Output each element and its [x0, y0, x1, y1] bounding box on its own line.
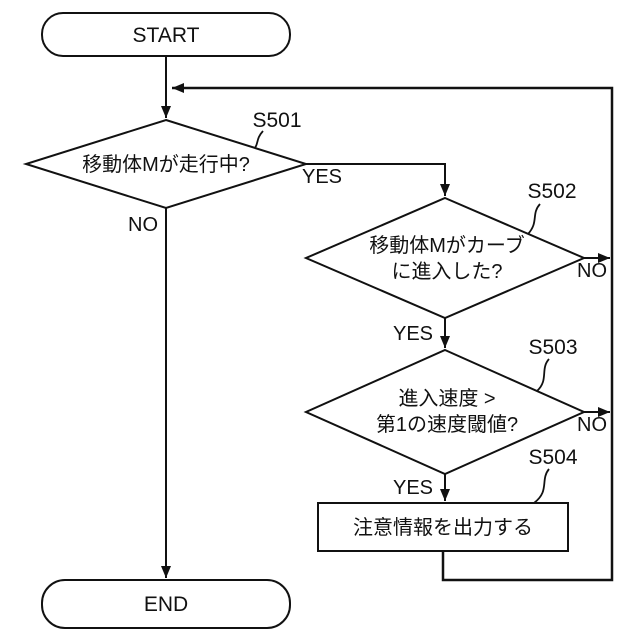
decision-s503 [303, 348, 587, 476]
decision-s502-text-line2: に進入した? [391, 260, 502, 283]
branch-s503-yes: YES [393, 477, 433, 499]
decision-s501-text: 移動体Mが走行中? [82, 153, 250, 176]
process-s504-text: 注意情報を出力する [353, 516, 533, 539]
start-label: START [133, 24, 200, 47]
terminal-start [41, 12, 291, 57]
process-s504 [317, 502, 569, 552]
branch-s502-yes: YES [393, 323, 433, 345]
step-number-s503: S503 [528, 336, 577, 359]
end-label: END [144, 593, 188, 616]
edge-return-loop [172, 83, 614, 582]
leader-s503 [536, 358, 550, 392]
decision-s503-text-line1: 進入速度 > [398, 387, 495, 410]
branch-s502-no: NO [577, 260, 607, 282]
decision-s502-text-line1: 移動体Mがカーブ [369, 233, 524, 257]
step-number-s501: S501 [252, 109, 301, 132]
branch-s501-yes: YES [302, 166, 342, 188]
branch-s503-no: NO [577, 414, 607, 436]
decision-s501 [22, 118, 310, 210]
edge-s501-yes [306, 163, 450, 196]
decision-s502 [303, 196, 587, 320]
leader-s502 [527, 203, 541, 235]
leader-s504 [533, 468, 550, 504]
decision-s503-text-line2: 第1の速度閾値? [376, 413, 518, 436]
step-number-s504: S504 [528, 446, 577, 469]
terminal-end [41, 579, 291, 629]
branch-s501-no: NO [128, 214, 158, 236]
step-number-s502: S502 [527, 180, 576, 203]
